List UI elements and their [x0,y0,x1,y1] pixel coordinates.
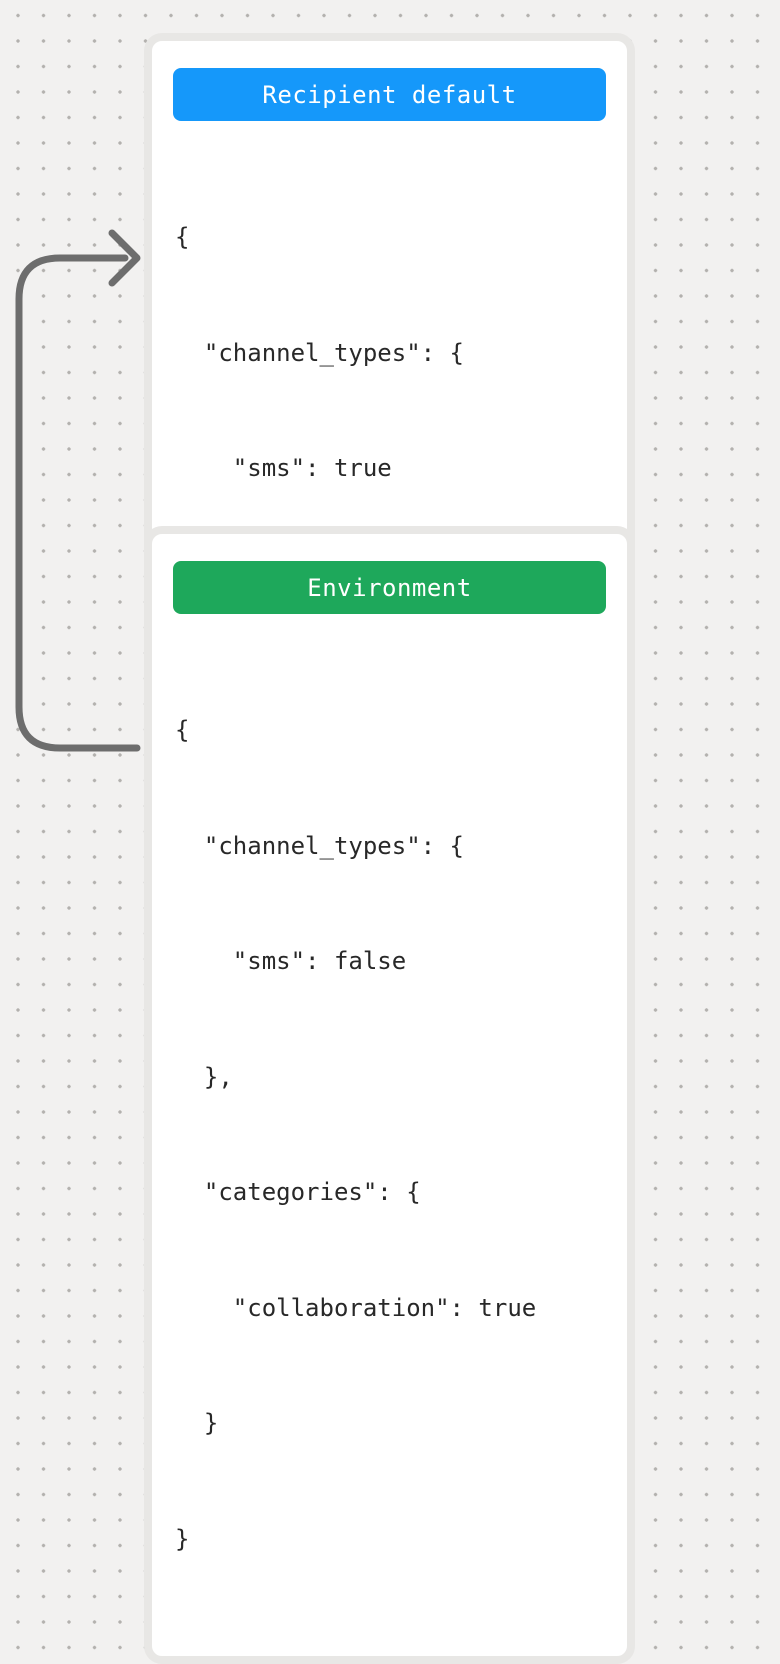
code-line: "collaboration": true [175,1293,537,1322]
code-line: } [175,1409,219,1437]
code-line: } [175,1524,190,1553]
code-line: { [175,716,190,744]
card-environment: Environment { "channel_types": { "sms": … [144,526,635,1664]
code-line: "sms": true [175,454,392,482]
flow-arrow-shaft [15,254,141,752]
code-block-environment: { "channel_types": { "sms": false }, "ca… [173,634,606,1635]
card-header-environment: Environment [173,561,606,614]
code-line: }, [175,1062,233,1091]
card-header-recipient-default: Recipient default [173,68,606,121]
code-line: "sms": false [175,947,407,975]
code-line: "channel_types": { [175,831,464,860]
code-line: "channel_types": { [175,338,464,367]
code-line: "categories": { [175,1178,421,1206]
code-line: { [175,223,190,251]
flow-arrowhead-icon [108,229,141,287]
